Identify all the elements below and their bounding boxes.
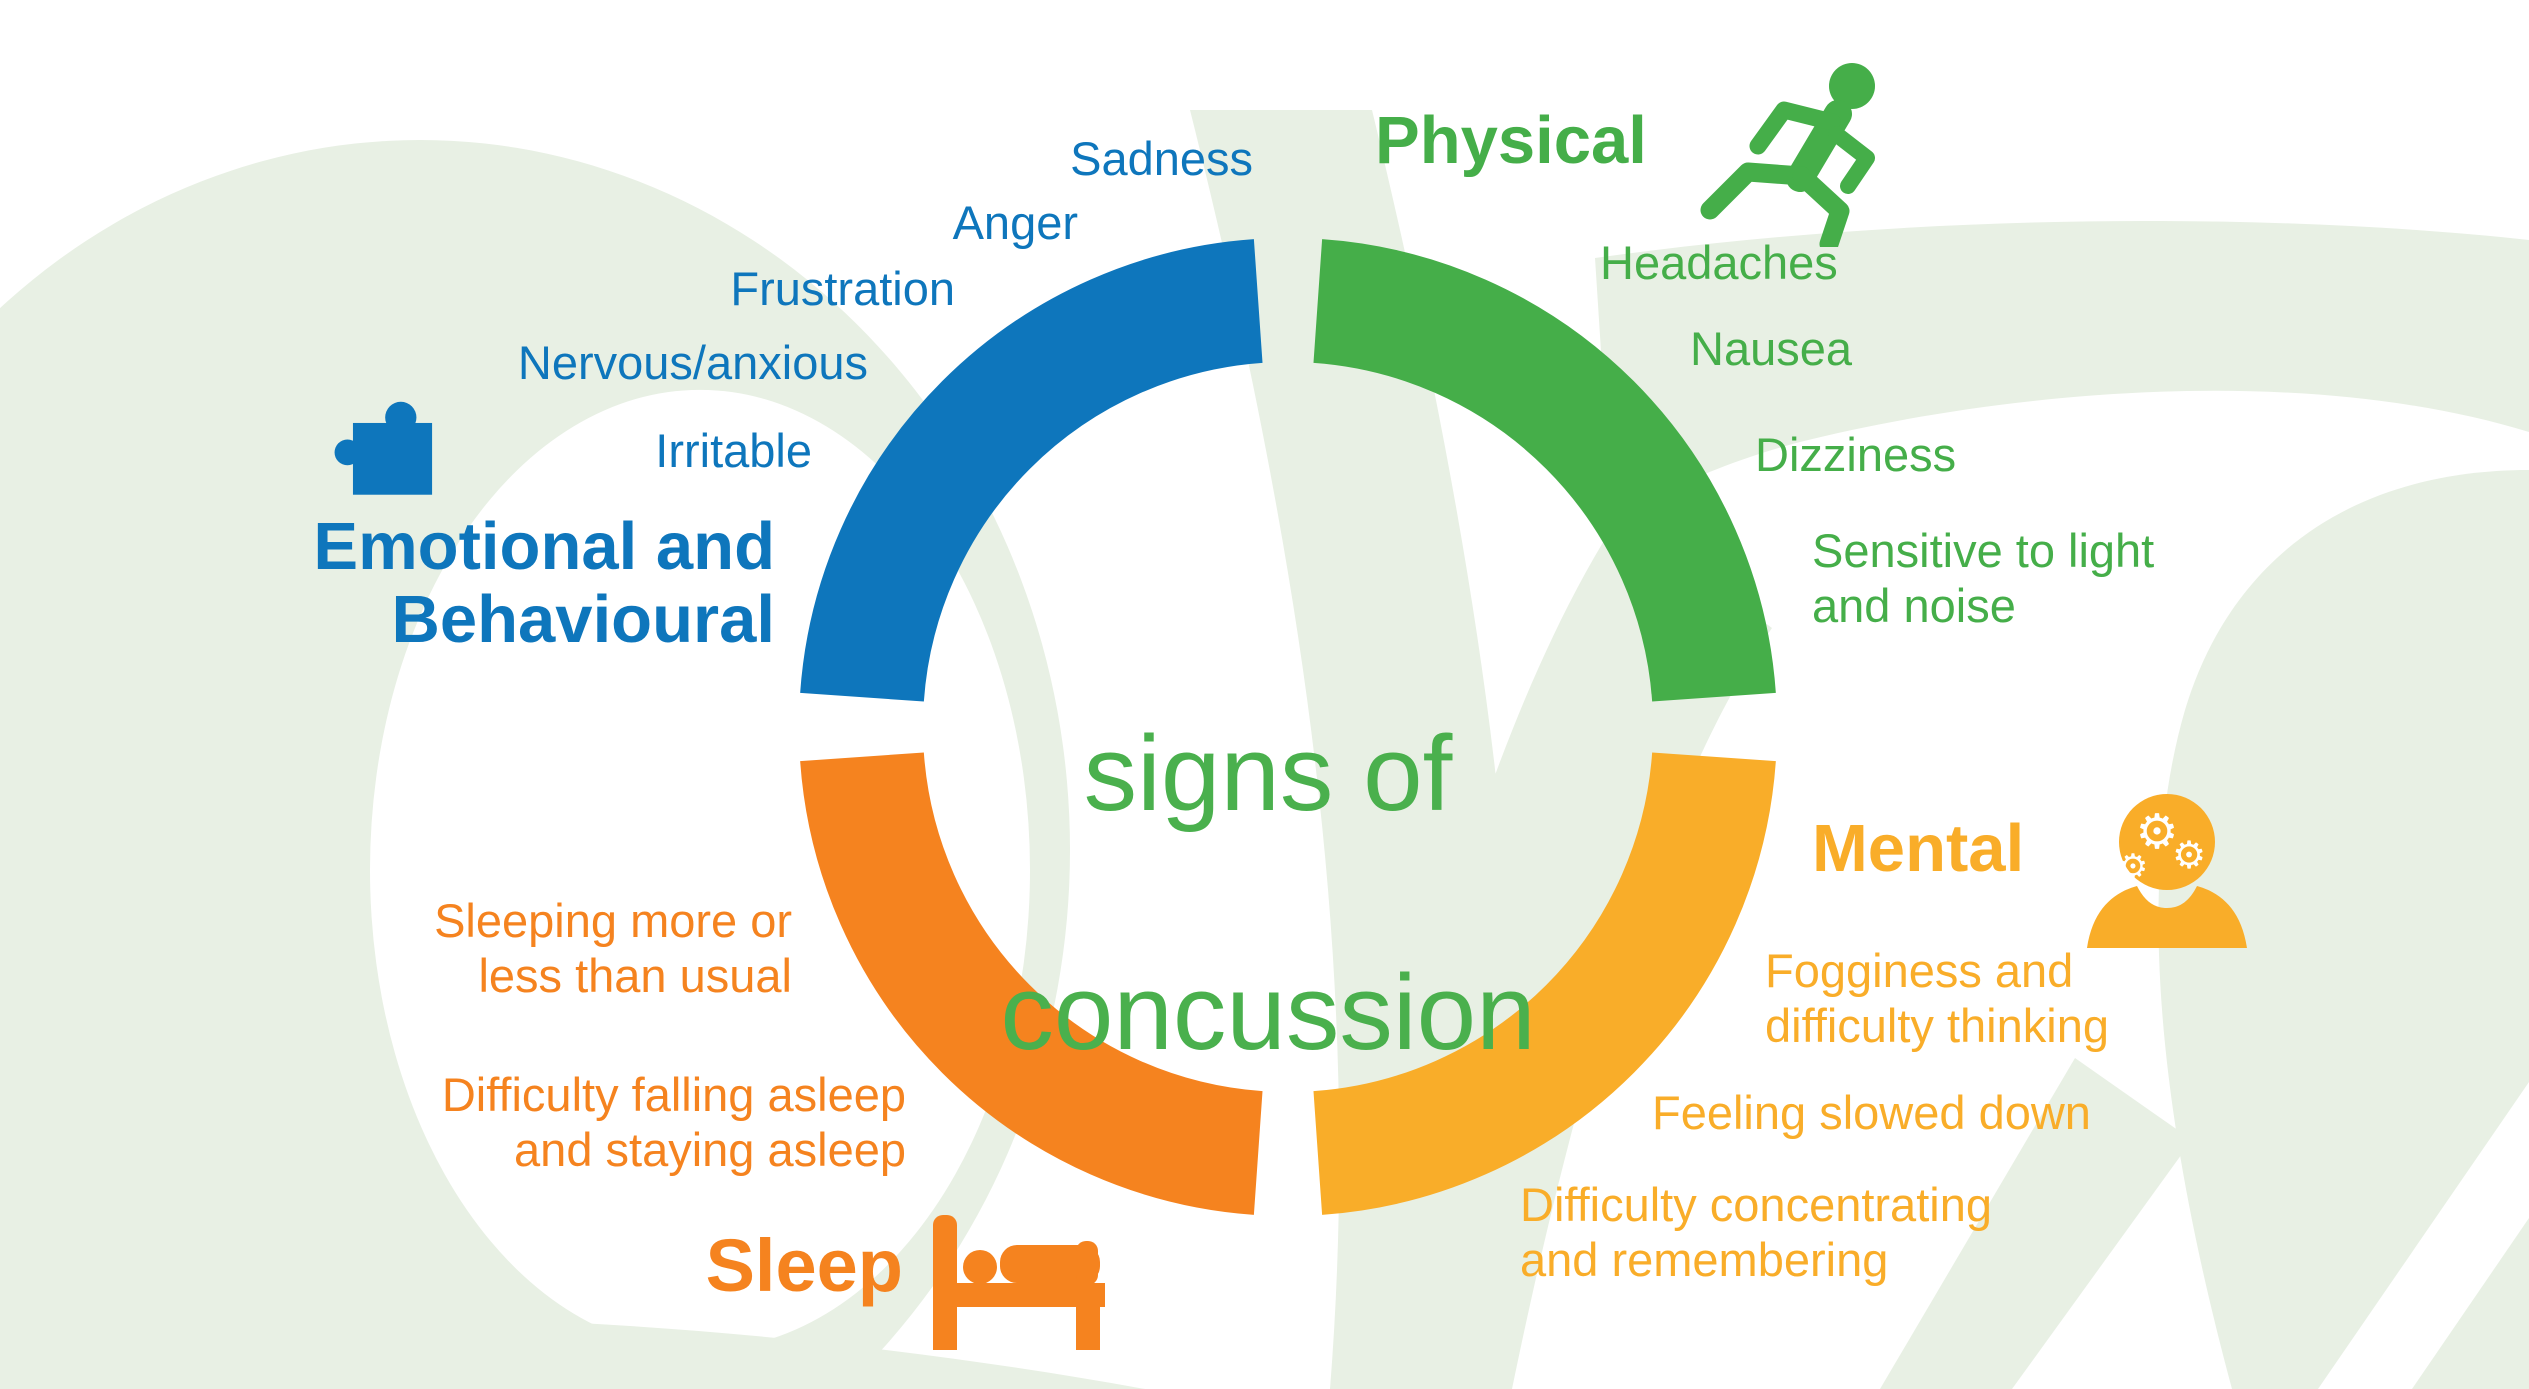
heading-mental: Mental [1812, 811, 2025, 886]
runner-icon [1690, 55, 1900, 247]
watermark-bottom-filler [0, 1316, 1145, 1389]
heading-emotional-behavioural: Emotional and Behavioural [313, 509, 775, 658]
arc-emotional [800, 239, 1264, 703]
arc-sleep [800, 751, 1264, 1215]
symptom-feeling-slowed-down: Feeling slowed down [1652, 1086, 2091, 1139]
puzzle-piece-icon [318, 393, 456, 521]
symptom-anger: Anger [952, 196, 1078, 249]
heading-physical: Physical [1375, 103, 1647, 178]
heading-sleep: Sleep [705, 1224, 903, 1307]
watermark-white-slice [2318, 1082, 2529, 1389]
gear-icon-medium: ⚙ [2172, 833, 2206, 877]
gear-icon-small: ⚙ [2118, 847, 2148, 887]
gear-icon-large: ⚙ [2135, 804, 2178, 860]
symptom-headaches: Headaches [1600, 236, 1838, 289]
symptom-sleeping-more-less: Sleeping more or less than usual [434, 894, 792, 1002]
symptom-nausea: Nausea [1690, 322, 1852, 375]
symptom-difficulty-concentrating: Difficulty concentrating and remembering [1520, 1178, 1992, 1286]
gears: ⚙ ⚙ ⚙ [2118, 804, 2206, 887]
symptom-dizziness: Dizziness [1755, 428, 1957, 481]
head-with-gears-icon: ⚙ ⚙ ⚙ [2085, 790, 2250, 950]
symptom-difficulty-falling-asleep: Difficulty falling asleep and staying as… [441, 1068, 906, 1176]
arc-physical [1312, 239, 1776, 703]
symptom-sensitive-light-noise: Sensitive to light and noise [1812, 524, 2155, 632]
center-title-line2: concussion [1000, 952, 1536, 1073]
watermark-lower-right-band [1880, 1058, 2192, 1389]
bed-icon [928, 1215, 1118, 1350]
symptom-nervous-anxious: Nervous/anxious [517, 336, 868, 389]
arc-mental [1312, 751, 1776, 1215]
symptom-sadness: Sadness [1070, 132, 1253, 185]
watermark-left-ring [0, 140, 1070, 1389]
center-title: signs of concussion [763, 594, 1773, 1193]
head-circle [2119, 794, 2215, 890]
watermark-top-right-band [1595, 220, 2529, 522]
watermark-right-blob [2158, 470, 2529, 1389]
symptom-fogginess: Fogginess and difficulty thinking [1765, 944, 2109, 1052]
center-title-line1: signs of [1083, 712, 1453, 833]
symptom-irritable: Irritable [655, 424, 812, 477]
shoulders-shape [2087, 886, 2247, 948]
symptom-frustration: Frustration [730, 262, 955, 315]
